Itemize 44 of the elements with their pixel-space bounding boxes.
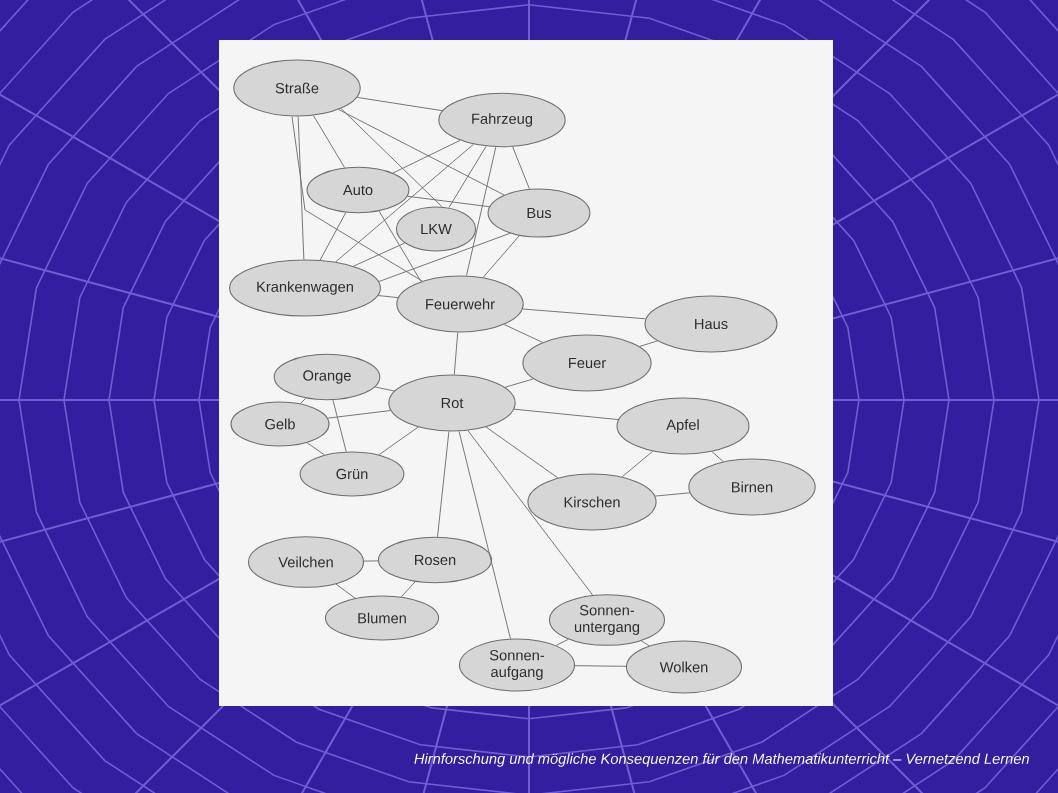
connector-line <box>640 640 650 647</box>
connector-line <box>319 212 347 261</box>
connector-line <box>639 340 658 347</box>
connector-line <box>291 115 423 282</box>
connector-line <box>574 665 627 667</box>
connector-line <box>485 426 559 479</box>
connector-line <box>353 242 406 267</box>
connector-line <box>392 139 461 174</box>
connector-line <box>504 378 534 388</box>
connector-line <box>335 583 356 599</box>
connector-line <box>458 430 511 640</box>
connector-line <box>513 408 619 420</box>
connector-line <box>332 399 347 453</box>
connector-line <box>503 324 543 343</box>
connector-line <box>482 235 520 278</box>
connector-line <box>466 146 497 277</box>
connector-line <box>407 195 490 208</box>
connector-line <box>306 442 325 456</box>
connector-line <box>711 451 724 462</box>
connector-line <box>327 410 391 419</box>
connector-line <box>437 431 450 538</box>
connector-line <box>555 638 569 646</box>
connector-line <box>621 450 654 478</box>
connector-line <box>400 581 416 598</box>
connector-line <box>297 116 305 260</box>
connector-line <box>522 308 647 320</box>
connector-line <box>654 492 691 497</box>
connector-line <box>448 145 487 209</box>
connector-line <box>378 232 511 282</box>
connector-line <box>300 397 307 404</box>
connector-line <box>467 430 593 596</box>
connector-line <box>378 426 419 456</box>
connector-line <box>378 210 422 282</box>
connector-line <box>335 143 474 263</box>
connector-line <box>363 560 379 562</box>
connector-line <box>453 332 459 375</box>
connector-line <box>512 146 530 190</box>
connector-line <box>356 96 443 112</box>
footer-caption: Hirnforschung und mögliche Konsequenzen für den Mathematikunterricht – Vernetzend Lernen <box>414 753 1029 767</box>
connector-line <box>313 115 346 169</box>
connector-line <box>340 108 443 208</box>
connector-line <box>374 386 395 392</box>
connector-line <box>377 295 399 299</box>
connector-line <box>338 109 505 196</box>
